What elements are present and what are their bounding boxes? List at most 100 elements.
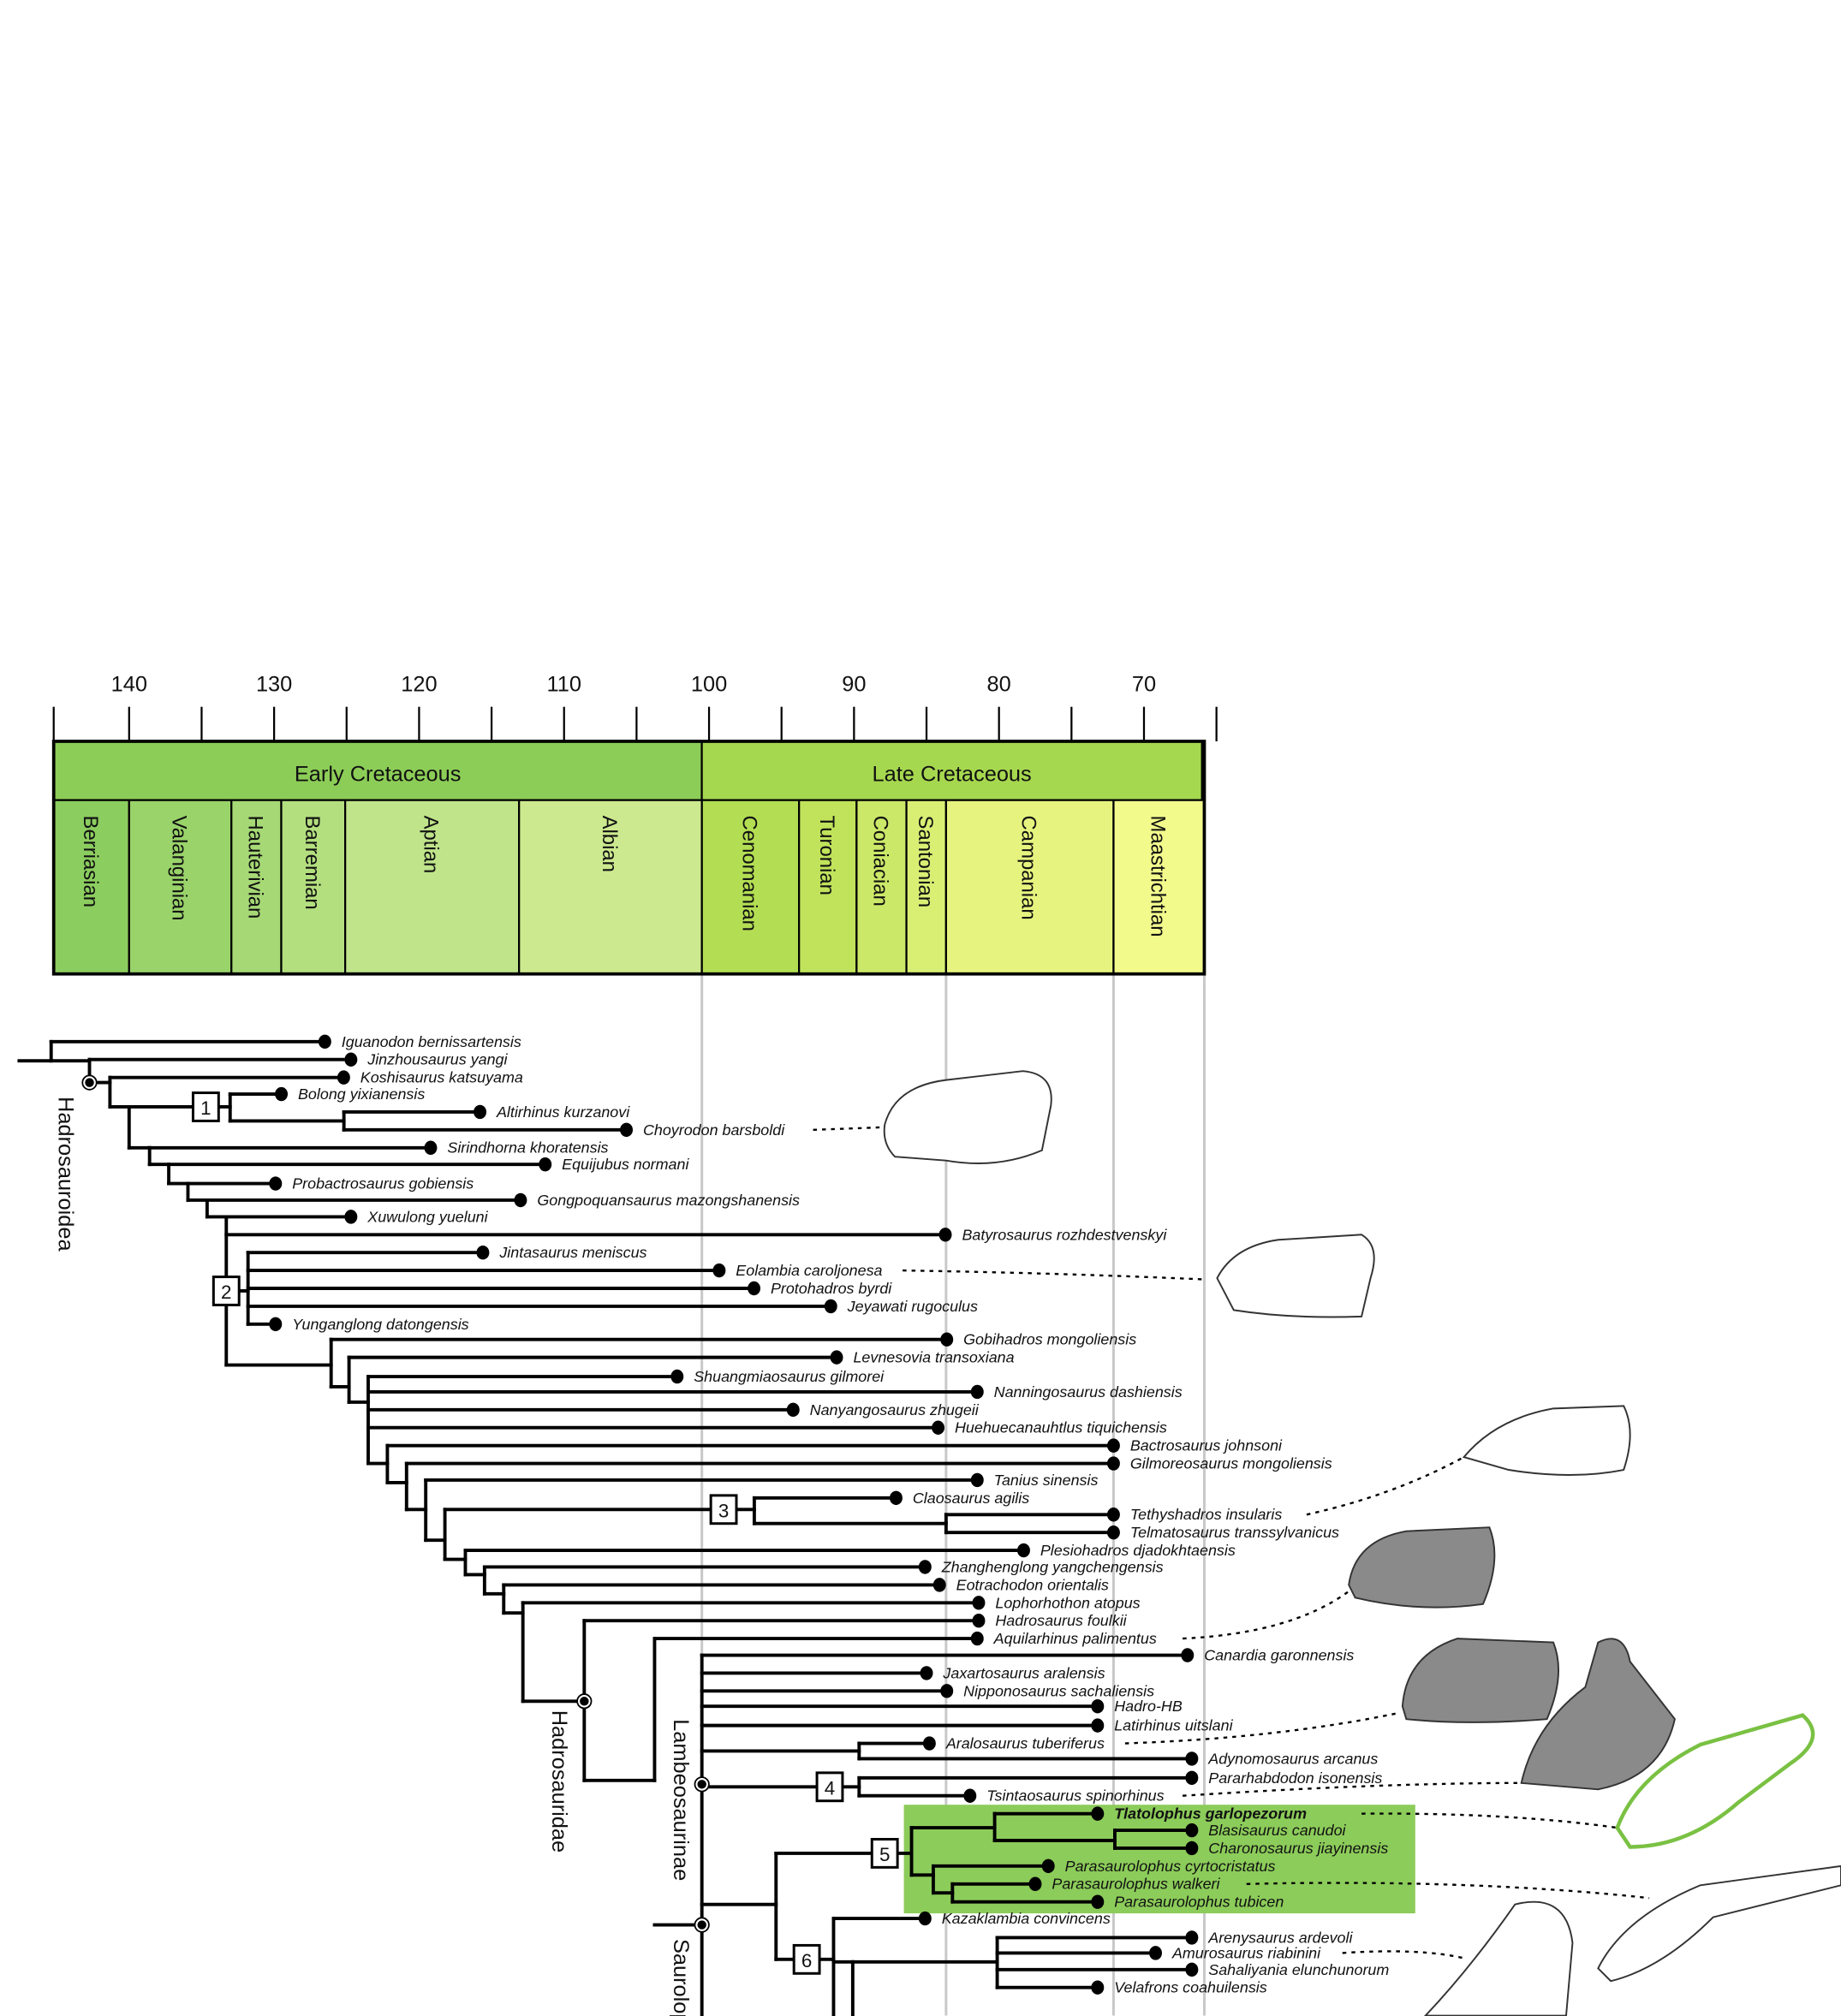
taxon-label: Batyrosaurus rozhdestvenskyi	[962, 1226, 1167, 1243]
tip-dot	[474, 1104, 487, 1120]
axis-tick-label: 70	[1132, 673, 1156, 697]
taxon-label: Tlatolophus garlopezorum	[1114, 1805, 1307, 1823]
tip-dot	[318, 1034, 331, 1050]
tip-dot	[932, 1578, 946, 1592]
node-box	[212, 1276, 241, 1306]
taxon-label: Sahaliyania elunchunorum	[1208, 1961, 1389, 1978]
stage-cell	[280, 799, 347, 975]
taxon-label: Parasaurolophus tubicen	[1114, 1894, 1284, 1911]
stage-cell	[798, 799, 858, 975]
tip-dot	[1028, 1876, 1042, 1891]
taxon-label: Pararhabdodon isonensis	[1208, 1769, 1382, 1787]
taxon-label: Bolong yixianensis	[298, 1085, 425, 1103]
skull-illustration	[1348, 1526, 1496, 1609]
axis-tick-label: 90	[842, 673, 866, 697]
taxon-label: Xuwulong yueluni	[366, 1208, 488, 1225]
tip-dot	[918, 1911, 932, 1926]
clade-node-dot	[697, 1920, 706, 1930]
tip-dot	[920, 1666, 933, 1680]
node-box	[815, 1771, 844, 1803]
tip-dot	[539, 1157, 552, 1172]
taxon-label: Blasisaurus canudoi	[1208, 1822, 1346, 1839]
taxon-label: Huehuecanauhtlus tiquichensis	[955, 1419, 1167, 1436]
clade-label: Saurolophinae	[669, 1939, 693, 2016]
tip-dot	[1149, 1946, 1162, 1960]
taxon-label: Parasaurolophus cyrtocristatus	[1065, 1858, 1276, 1875]
node-box-number: 5	[879, 1844, 890, 1865]
tip-dot	[1106, 1438, 1120, 1453]
taxon-label: Choyrodon barsboldi	[643, 1121, 785, 1139]
tip-dot	[337, 1070, 350, 1085]
phylogenetic-tree	[17, 1039, 1194, 2016]
tip-dot	[1185, 1841, 1199, 1856]
taxon-label: Amurosaurus riabinini	[1171, 1944, 1321, 1961]
tip-dot	[1185, 1751, 1199, 1766]
tip-dot	[269, 1317, 283, 1332]
node-box	[709, 1494, 738, 1525]
tip-dot	[972, 1596, 986, 1610]
node-box	[870, 1838, 899, 1869]
tip-dot	[970, 1384, 984, 1400]
stage-label: Santonian	[914, 816, 937, 908]
taxon-label: Sirindhorna khoratensis	[447, 1139, 608, 1157]
tip-dot	[514, 1192, 527, 1208]
taxon-label: Adynomosaurus arcanus	[1207, 1750, 1378, 1767]
stage-cell	[230, 799, 283, 975]
node-box-number: 2	[221, 1282, 231, 1303]
taxon-label: Lophorhothon atopus	[995, 1594, 1140, 1611]
highlight-clade-5	[903, 1805, 1415, 1914]
clade-label: Lambeosaurinae	[669, 1719, 693, 1881]
taxon-label: Gobihadros mongoliensis	[963, 1331, 1136, 1348]
axis-tick-label: 140	[111, 673, 147, 697]
leader-line	[813, 1126, 883, 1132]
skull-illustration	[1401, 1638, 1560, 1723]
tip-dot	[1091, 1718, 1105, 1733]
axis-tick-label: 120	[401, 673, 437, 697]
stage-label: Coniacian	[869, 816, 892, 907]
taxon-label: Plesiohadros djadokhtaensis	[1040, 1542, 1236, 1559]
node-box-number: 4	[825, 1777, 835, 1799]
node-box	[191, 1091, 220, 1122]
taxon-label: Telmatosaurus transsylvanicus	[1130, 1524, 1339, 1541]
era-label: Late Cretaceous	[873, 762, 1032, 786]
tip-dot	[1016, 1543, 1030, 1558]
tip-dot	[970, 1472, 984, 1488]
taxon-label: Tethyshadros insularis	[1130, 1506, 1283, 1523]
taxon-label: Koshisaurus katsuyama	[360, 1069, 523, 1086]
skull-illustration	[1423, 1900, 1574, 2016]
clade-node-dot	[697, 1780, 706, 1789]
taxon-label: Levnesovia transoxiana	[853, 1349, 1014, 1366]
taxon-label: Parasaurolophus walkeri	[1052, 1876, 1220, 1893]
tip-dot	[748, 1281, 761, 1296]
leader-line	[1342, 1950, 1464, 1960]
taxon-label: Hadro-HB	[1114, 1698, 1183, 1715]
taxon-label: Charonosaurus jiayinensis	[1208, 1840, 1388, 1857]
skull-illustrations	[813, 1070, 1841, 2016]
stage-cell	[518, 799, 703, 975]
tip-dot	[938, 1228, 952, 1242]
era-label: Early Cretaceous	[295, 762, 462, 786]
tip-dot	[972, 1613, 986, 1628]
tip-dot	[786, 1402, 800, 1418]
stage-label: Aptian	[420, 816, 443, 874]
tip-dot	[620, 1122, 634, 1138]
stage-cell	[905, 799, 947, 975]
stage-label: Albian	[598, 816, 621, 872]
leader-line	[1306, 1456, 1465, 1516]
tip-dot	[918, 1560, 932, 1574]
taxon-label: Nanyangosaurus zhugeii	[810, 1401, 980, 1418]
tip-dot	[1091, 1894, 1105, 1909]
clade-label: Hadrosauridae	[547, 1710, 571, 1852]
tip-dot	[1185, 1770, 1199, 1786]
taxon-label: Nanningosaurus dashiensis	[994, 1383, 1183, 1400]
tip-dot	[712, 1263, 726, 1278]
tip-dot	[940, 1684, 954, 1698]
stage-label: Berriasian	[79, 816, 102, 907]
tip-dot	[1091, 1980, 1105, 1995]
taxon-label: Eolambia caroljonesa	[736, 1262, 882, 1279]
stage-cell	[128, 799, 233, 975]
skull-illustration	[1615, 1713, 1815, 1849]
clade-label: Hadrosauroidea	[54, 1097, 78, 1252]
